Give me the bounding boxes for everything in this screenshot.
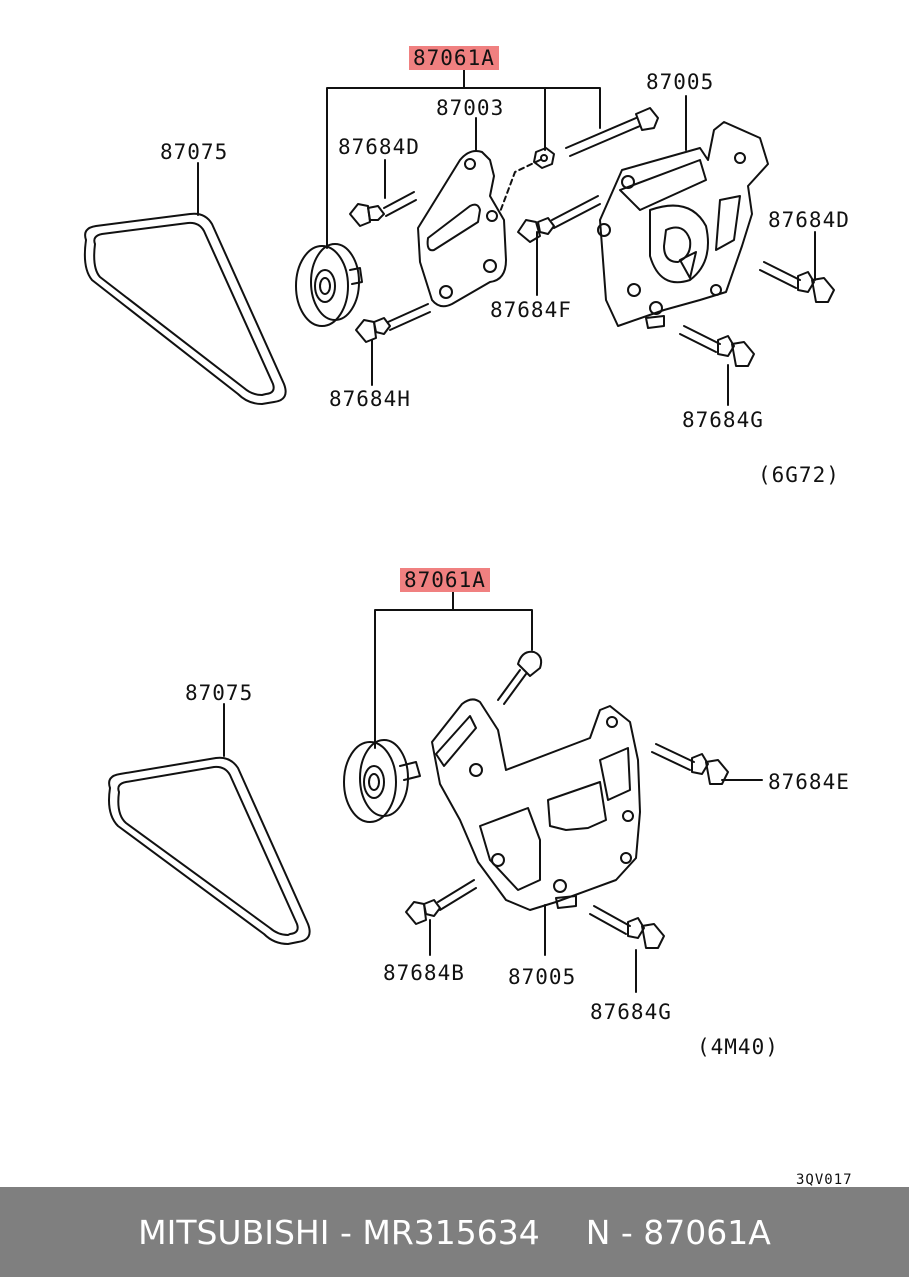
- label-bolt-h[interactable]: 87684H: [329, 387, 411, 411]
- belt-top: [83, 212, 287, 405]
- label-bolt-g-top[interactable]: 87684G: [682, 408, 764, 432]
- label-bolt-f[interactable]: 87684F: [490, 298, 572, 322]
- label-belt-top[interactable]: 87075: [160, 140, 229, 164]
- long-bolt-top: [565, 107, 659, 157]
- bolt-87684g-top: [679, 325, 755, 367]
- bolt-87684b: [405, 879, 477, 925]
- dashed-link: [499, 159, 541, 213]
- kit-leader-top: [326, 69, 601, 249]
- engine-code-bottom: (4M40): [697, 1035, 779, 1059]
- bolt-87684f: [517, 195, 601, 243]
- label-bolt-d-left[interactable]: 87684D: [338, 135, 420, 159]
- bolt-87684e: [651, 743, 729, 785]
- label-adjuster[interactable]: 87003: [436, 96, 505, 120]
- label-bracket-top[interactable]: 87005: [646, 70, 715, 94]
- footer-bar: MITSUBISHI - MR315634 N - 87061A: [0, 1187, 909, 1277]
- nut-top: [533, 147, 555, 169]
- pulley-top: [295, 243, 363, 327]
- bracket-bottom: [431, 698, 641, 911]
- diagram-code: 3QV017: [796, 1172, 853, 1188]
- label-bolt-d-right[interactable]: 87684D: [768, 208, 850, 232]
- engine-code-top: (6G72): [758, 463, 840, 487]
- bolt-87684g-bottom: [589, 905, 665, 949]
- pulley-bottom: [343, 739, 421, 823]
- label-bracket-bottom[interactable]: 87005: [508, 965, 577, 989]
- label-belt-bottom[interactable]: 87075: [185, 681, 254, 705]
- label-kit-top[interactable]: 87061A: [409, 46, 499, 70]
- belt-bottom: [108, 756, 311, 945]
- bolt-87684h: [355, 303, 431, 343]
- adjuster-plate: [417, 150, 507, 308]
- bolt-87684d-right: [759, 261, 835, 303]
- label-kit-bottom[interactable]: 87061A: [400, 568, 490, 592]
- footer-brand-part: MITSUBISHI - MR315634: [138, 1212, 540, 1252]
- label-bolt-e[interactable]: 87684E: [768, 770, 850, 794]
- diagram-drawing: [83, 69, 835, 993]
- bracket-top: [597, 121, 769, 329]
- label-bolt-b[interactable]: 87684B: [383, 961, 465, 985]
- parts-diagram: 87061A 87005 87003 87075 87684D 87684D 8…: [83, 46, 853, 1188]
- footer-ref: N - 87061A: [585, 1212, 771, 1252]
- kit-bolt-bottom: [497, 650, 543, 705]
- bolt-87684d-left: [349, 191, 417, 227]
- kit-leader-bottom: [374, 591, 533, 749]
- label-bolt-g-bottom[interactable]: 87684G: [590, 1000, 672, 1024]
